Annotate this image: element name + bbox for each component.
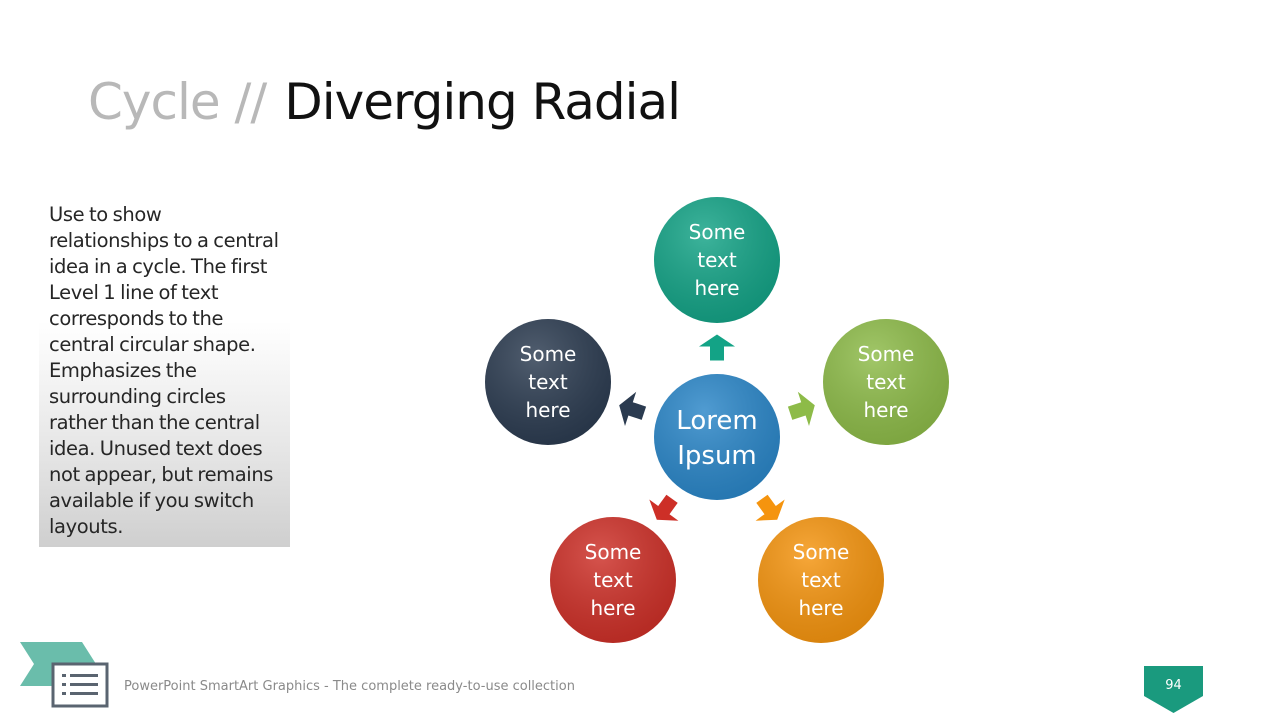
node-bottom-left: Some text here xyxy=(550,517,676,643)
slide-title: Cycle // Diverging Radial xyxy=(88,70,681,134)
node-bottom-right-line-1: Some xyxy=(793,540,850,564)
node-left-line-2: text xyxy=(528,370,568,394)
node-top: Some text here xyxy=(654,197,780,323)
footer-caption: PowerPoint SmartArt Graphics - The compl… xyxy=(124,679,575,694)
node-top-line-3: here xyxy=(694,276,739,300)
node-bottom-right: Some text here xyxy=(758,517,884,643)
arrow-to-top xyxy=(699,334,735,361)
node-bottom-left-line-1: Some xyxy=(585,540,642,564)
node-left: Some text here xyxy=(485,319,611,445)
node-right-line-3: here xyxy=(863,398,908,422)
title-main: Diverging Radial xyxy=(284,73,681,131)
page-number-badge xyxy=(1144,666,1203,713)
node-right-line-1: Some xyxy=(858,342,915,366)
node-left-line-3: here xyxy=(525,398,570,422)
page-number: 94 xyxy=(1165,678,1182,693)
node-bottom-right-line-3: here xyxy=(798,596,843,620)
description-box: Use to show relationships to a central i… xyxy=(39,200,290,547)
node-right: Some text here xyxy=(823,319,949,445)
center-node-line-2: Ipsum xyxy=(677,441,757,471)
node-right-line-2: text xyxy=(866,370,906,394)
center-node-line-1: Lorem xyxy=(676,406,757,436)
arrow-to-left xyxy=(619,391,647,426)
description-text: Use to show relationships to a central i… xyxy=(49,203,279,538)
node-top-line-1: Some xyxy=(689,220,746,244)
title-prefix: Cycle // xyxy=(88,73,267,131)
list-icon xyxy=(20,642,109,708)
arrow-to-bottom-right xyxy=(755,494,785,521)
node-left-line-1: Some xyxy=(520,342,577,366)
node-bottom-right-line-2: text xyxy=(801,568,841,592)
node-bottom-left-line-3: here xyxy=(590,596,635,620)
node-bottom-left-line-2: text xyxy=(593,568,633,592)
center-node: Lorem Ipsum xyxy=(654,374,780,500)
node-top-line-2: text xyxy=(697,248,737,272)
arrow-to-bottom-left xyxy=(649,494,679,521)
arrow-to-right xyxy=(787,391,815,426)
